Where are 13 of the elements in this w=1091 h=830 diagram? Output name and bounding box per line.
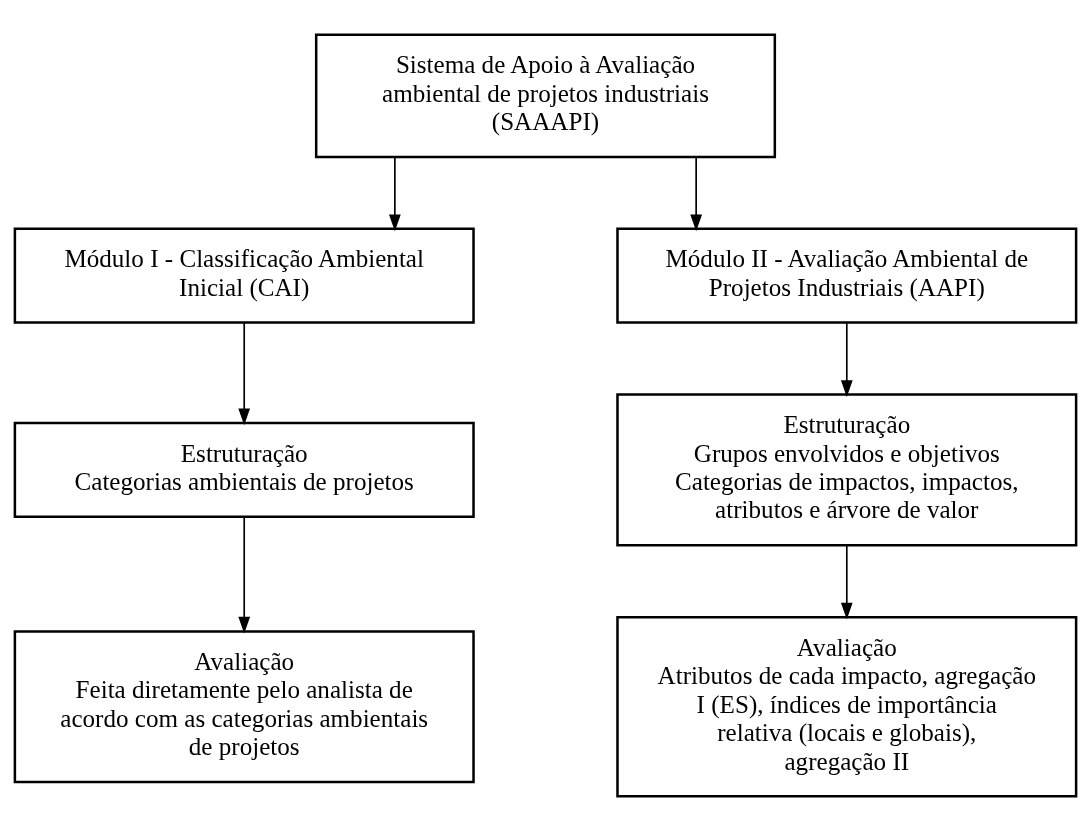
arrow [238, 515, 251, 634]
arrow [840, 321, 853, 397]
arrow [238, 321, 251, 425]
arrow [840, 544, 853, 619]
node-box: Estruturação Categorias ambientais de projetos [13, 421, 475, 518]
node-box: Estruturação Grupos envolvidos e objetivos Categorias de impactos, impactos, atributos e árvore de valor [616, 392, 1078, 546]
arrow [690, 155, 702, 231]
node-box: Sistema de Apoio à Avaliação ambiental de projetos industriais (SAAAPI) [314, 32, 777, 158]
arrow [389, 155, 401, 231]
node-box: Módulo II - Avaliação Ambiental de Projetos Industriais (AAPI) [616, 227, 1078, 324]
node-box: Avaliação Atributos de cada impacto, agregação I (ES), índices de importância relativa (locais e globais), agregação II [616, 615, 1078, 798]
node-box: Avaliação Feita diretamente pelo analista de acordo com as categorias ambientais de projetos [13, 629, 475, 783]
node-box: Módulo I - Classificação Ambiental Inicial (CAI) [13, 227, 475, 324]
